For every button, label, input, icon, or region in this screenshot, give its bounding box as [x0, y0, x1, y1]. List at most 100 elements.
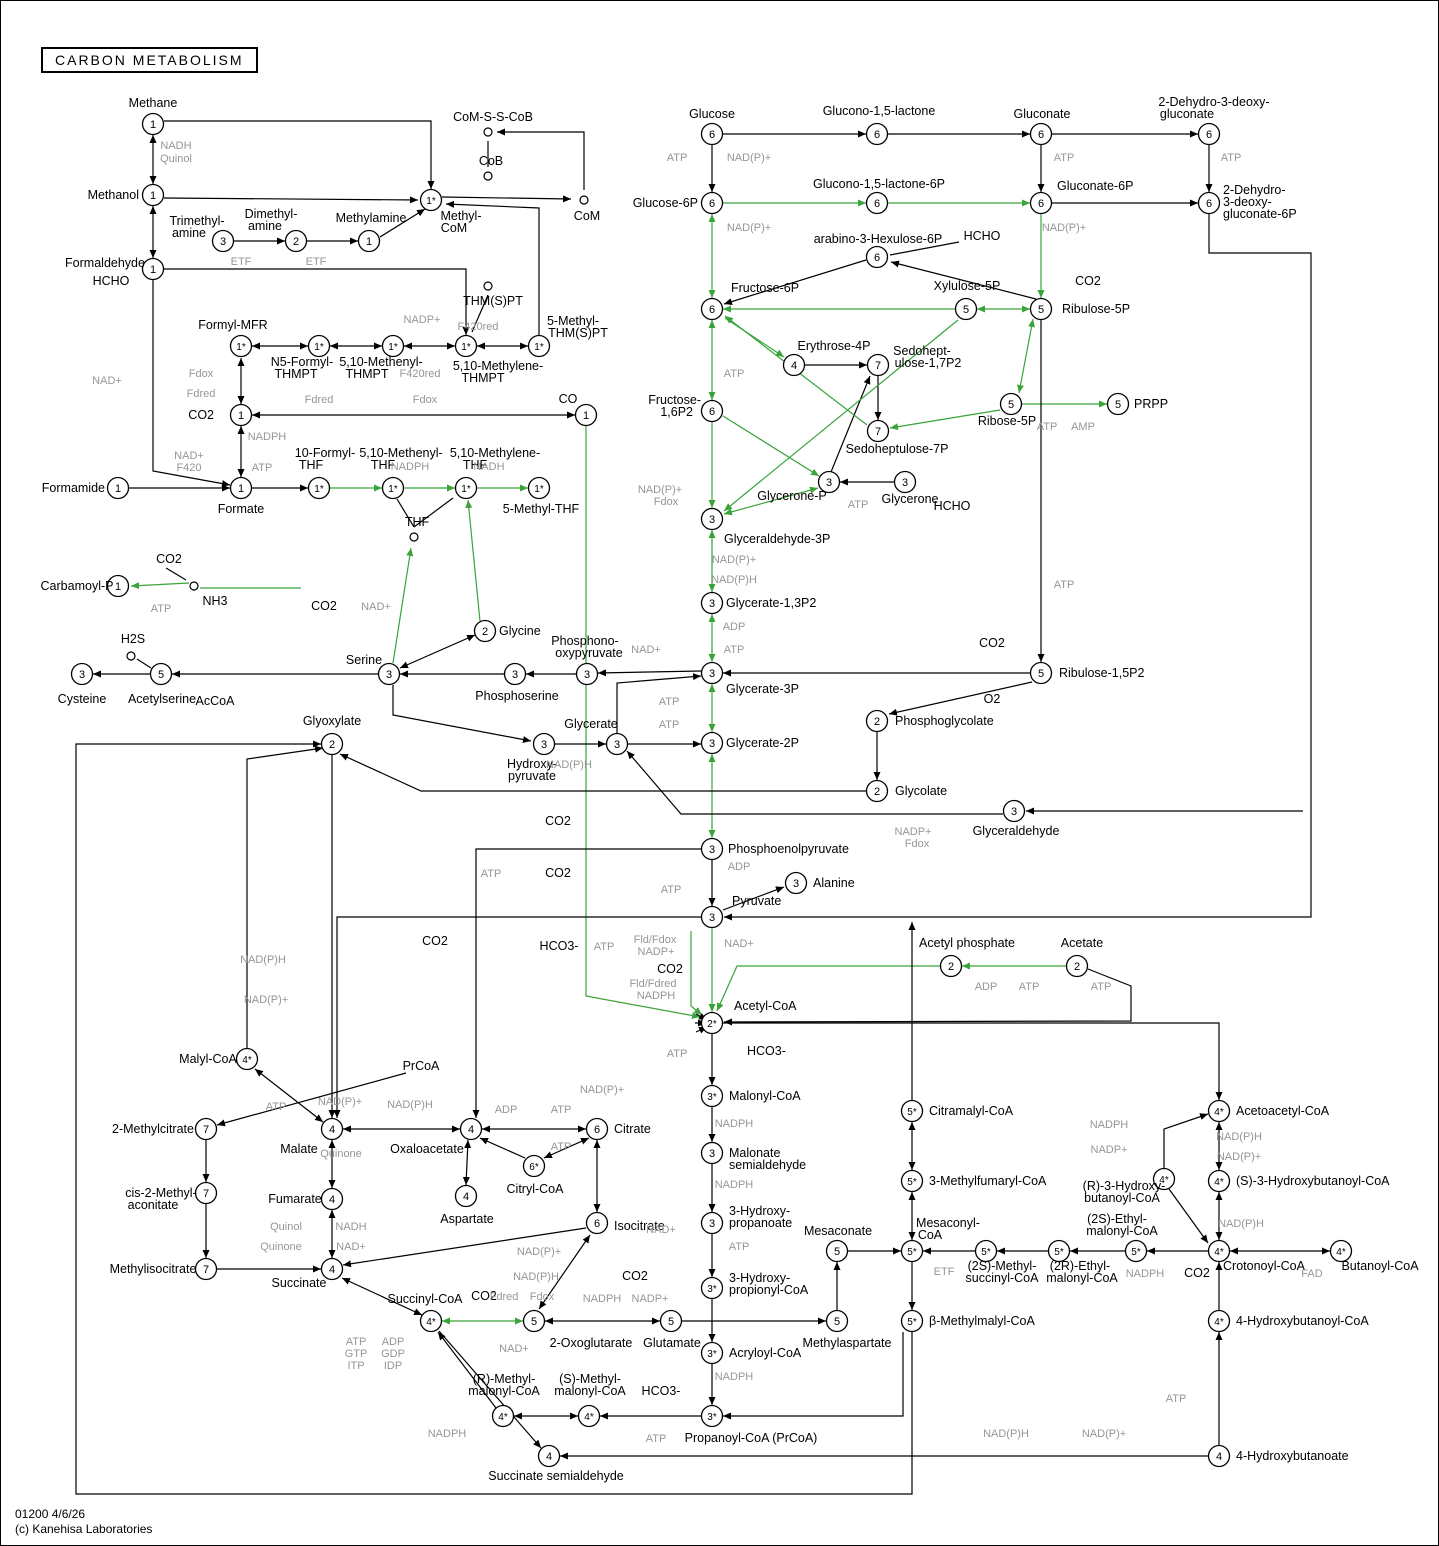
compound-dot[interactable]	[409, 532, 419, 542]
enzyme-node[interactable]: 6	[700, 122, 724, 146]
compound-dot[interactable]	[126, 651, 136, 661]
enzyme-node[interactable]: 3	[700, 1211, 724, 1235]
enzyme-node[interactable]: 7	[866, 419, 890, 443]
compound-dot[interactable]	[483, 127, 493, 137]
compound-dot[interactable]	[579, 195, 589, 205]
enzyme-node[interactable]: 4	[1207, 1444, 1231, 1468]
enzyme-node[interactable]: 6	[1029, 122, 1053, 146]
enzyme-node[interactable]: 5	[1106, 392, 1130, 416]
enzyme-node[interactable]: 5*	[900, 1309, 924, 1333]
enzyme-node[interactable]: 4*	[1207, 1309, 1231, 1333]
enzyme-node[interactable]: 4*	[1207, 1169, 1231, 1193]
enzyme-node[interactable]: 5*	[900, 1099, 924, 1123]
enzyme-node[interactable]: 1	[574, 403, 598, 427]
enzyme-node[interactable]: 1*	[454, 334, 478, 358]
enzyme-node[interactable]: 6	[865, 245, 889, 269]
enzyme-node[interactable]: 5	[149, 662, 173, 686]
enzyme-node[interactable]: 3	[1002, 799, 1026, 823]
enzyme-node[interactable]: 4*	[577, 1404, 601, 1428]
enzyme-node[interactable]: 3	[575, 662, 599, 686]
enzyme-node[interactable]: 1*	[527, 334, 551, 358]
enzyme-node[interactable]: 4	[459, 1117, 483, 1141]
enzyme-node[interactable]: 3	[784, 871, 808, 895]
enzyme-node[interactable]: 1*	[419, 188, 443, 212]
enzyme-node[interactable]: 1*	[307, 334, 331, 358]
enzyme-node[interactable]: 3	[700, 591, 724, 615]
enzyme-node[interactable]: 4*	[1207, 1239, 1231, 1263]
enzyme-node[interactable]: 4	[320, 1187, 344, 1211]
enzyme-node[interactable]: 1	[106, 574, 130, 598]
enzyme-node[interactable]: 4*	[235, 1047, 259, 1071]
enzyme-node[interactable]: 5	[825, 1309, 849, 1333]
enzyme-node[interactable]: 6	[1197, 191, 1221, 215]
enzyme-node[interactable]: 5*	[1047, 1239, 1071, 1263]
enzyme-node[interactable]: 1	[229, 476, 253, 500]
enzyme-node[interactable]: 3	[893, 470, 917, 494]
enzyme-node[interactable]: 6	[700, 297, 724, 321]
enzyme-node[interactable]: 3	[700, 507, 724, 531]
enzyme-node[interactable]: 3	[700, 837, 724, 861]
enzyme-node[interactable]: 7	[194, 1117, 218, 1141]
enzyme-node[interactable]: 6	[865, 191, 889, 215]
enzyme-node[interactable]: 3	[503, 662, 527, 686]
enzyme-node[interactable]: 4	[320, 1257, 344, 1281]
enzyme-node[interactable]: 1*	[381, 476, 405, 500]
enzyme-node[interactable]: 2	[320, 732, 344, 756]
enzyme-node[interactable]: 6	[1029, 191, 1053, 215]
enzyme-node[interactable]: 3	[700, 905, 724, 929]
enzyme-node[interactable]: 6	[585, 1211, 609, 1235]
enzyme-node[interactable]: 5*	[974, 1239, 998, 1263]
compound-dot[interactable]	[483, 171, 493, 181]
enzyme-node[interactable]: 4*	[1207, 1099, 1231, 1123]
enzyme-node[interactable]: 2	[473, 619, 497, 643]
compound-dot[interactable]	[483, 281, 493, 291]
enzyme-node[interactable]: 2	[1065, 954, 1089, 978]
enzyme-node[interactable]: 5	[954, 297, 978, 321]
enzyme-node[interactable]: 3	[70, 662, 94, 686]
enzyme-node[interactable]: 5*	[1124, 1239, 1148, 1263]
enzyme-node[interactable]: 6	[1197, 122, 1221, 146]
enzyme-node[interactable]: 5	[659, 1309, 683, 1333]
enzyme-node[interactable]: 4	[320, 1117, 344, 1141]
enzyme-node[interactable]: 2	[865, 779, 889, 803]
enzyme-node[interactable]: 7	[194, 1181, 218, 1205]
enzyme-node[interactable]: 3	[817, 470, 841, 494]
enzyme-node[interactable]: 2	[939, 954, 963, 978]
enzyme-node[interactable]: 2*	[700, 1011, 724, 1035]
enzyme-node[interactable]: 1	[141, 183, 165, 207]
enzyme-node[interactable]: 6	[700, 191, 724, 215]
enzyme-node[interactable]: 5	[522, 1309, 546, 1333]
enzyme-node[interactable]: 1*	[454, 476, 478, 500]
enzyme-node[interactable]: 1*	[381, 334, 405, 358]
enzyme-node[interactable]: 4*	[1329, 1239, 1353, 1263]
enzyme-node[interactable]: 4*	[1152, 1167, 1176, 1191]
enzyme-node[interactable]: 6	[700, 399, 724, 423]
enzyme-node[interactable]: 5	[1029, 297, 1053, 321]
enzyme-node[interactable]: 1*	[229, 334, 253, 358]
enzyme-node[interactable]: 7	[194, 1257, 218, 1281]
enzyme-node[interactable]: 3	[605, 732, 629, 756]
enzyme-node[interactable]: 3*	[700, 1341, 724, 1365]
enzyme-node[interactable]: 5*	[900, 1239, 924, 1263]
enzyme-node[interactable]: 4*	[491, 1404, 515, 1428]
enzyme-node[interactable]: 5	[825, 1239, 849, 1263]
enzyme-node[interactable]: 3*	[700, 1084, 724, 1108]
enzyme-node[interactable]: 3*	[700, 1404, 724, 1428]
enzyme-node[interactable]: 3*	[700, 1276, 724, 1300]
enzyme-node[interactable]: 1	[106, 476, 130, 500]
enzyme-node[interactable]: 3	[700, 661, 724, 685]
enzyme-node[interactable]: 4	[454, 1184, 478, 1208]
enzyme-node[interactable]: 5*	[900, 1169, 924, 1193]
enzyme-node[interactable]: 1	[357, 229, 381, 253]
enzyme-node[interactable]: 2	[865, 709, 889, 733]
enzyme-node[interactable]: 1*	[307, 476, 331, 500]
enzyme-node[interactable]: 5	[1029, 661, 1053, 685]
enzyme-node[interactable]: 6*	[522, 1154, 546, 1178]
enzyme-node[interactable]: 4	[537, 1444, 561, 1468]
enzyme-node[interactable]: 6	[585, 1117, 609, 1141]
enzyme-node[interactable]: 6	[865, 122, 889, 146]
enzyme-node[interactable]: 1	[141, 112, 165, 136]
enzyme-node[interactable]: 3	[377, 662, 401, 686]
enzyme-node[interactable]: 2	[284, 229, 308, 253]
enzyme-node[interactable]: 4*	[419, 1309, 443, 1333]
